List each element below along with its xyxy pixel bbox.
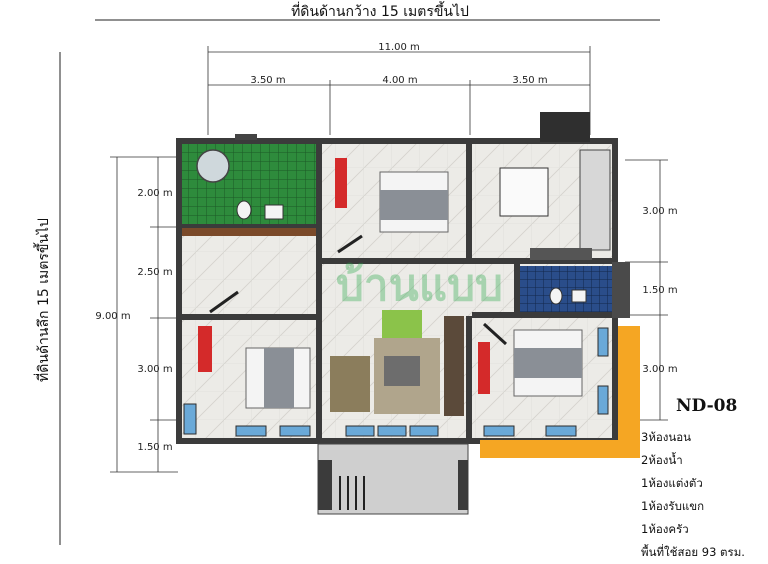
dim-depth-bedroom: 3.00 m <box>137 364 172 375</box>
watermark: บ้านแบบ <box>336 260 503 311</box>
sink-2-icon <box>571 289 587 303</box>
right-dimensions <box>625 159 668 421</box>
bedroom-top-door <box>337 234 363 254</box>
left-dimensions <box>110 156 178 473</box>
front-deck <box>480 440 640 458</box>
living-sofa <box>330 356 370 412</box>
entrance-planter-left <box>318 460 332 510</box>
bed-right-blanket <box>514 348 582 378</box>
model-code: ND-08 <box>676 396 738 416</box>
dim-middle-width: 4.00 m <box>382 75 417 86</box>
toilet-2-icon <box>549 287 563 305</box>
bathroom-2-window <box>612 262 630 318</box>
interior-walls <box>182 144 612 438</box>
fact-bedrooms: 3ห้องนอน <box>641 430 692 444</box>
dim-right-bath: 1.50 m <box>642 285 677 296</box>
room-facts: 3ห้องนอน 2ห้องน้ำ 1ห้องแต่งตัว 1ห้องรับแ… <box>641 426 768 564</box>
tv-cabinet <box>444 316 464 416</box>
chimney <box>540 112 590 142</box>
dining-table <box>499 167 549 217</box>
dim-right-bedroom: 3.00 m <box>642 364 677 375</box>
bed-left-blanket <box>264 348 294 408</box>
dim-depth-dress: 2.50 m <box>137 267 172 278</box>
dim-total-depth: 9.00 m <box>95 311 130 322</box>
top-land-label: ที่ดินด้านกว้าง 15 เมตรขึ้นไป <box>291 1 469 20</box>
fact-kitchen: 1ห้องครัว <box>641 522 689 536</box>
side-land-label: ที่ดินด้านลึก 15 เมตรขึ้นไป <box>33 218 52 382</box>
dim-depth-bath: 2.00 m <box>137 188 172 199</box>
width-dimensions <box>207 46 591 135</box>
dim-right-width: 3.50 m <box>512 75 547 86</box>
fact-dressing: 1ห้องแต่งตัว <box>641 476 703 490</box>
armchair <box>382 310 422 338</box>
dim-depth-terrace: 1.50 m <box>137 442 172 453</box>
bedroom-top-wardrobe <box>335 158 347 208</box>
entrance-planter-right <box>458 460 468 510</box>
toilet-icon <box>236 200 252 220</box>
dressing-door <box>209 290 239 314</box>
sink-icon <box>264 204 284 220</box>
bedroom-left-wardrobe <box>198 326 212 372</box>
bathroom-2 <box>520 266 612 312</box>
front-windows <box>183 327 609 437</box>
dressing-room <box>182 236 316 316</box>
side-deck <box>618 326 640 458</box>
bedroom-right-wardrobe <box>478 342 490 394</box>
dim-right-kitchen: 3.00 m <box>642 206 677 217</box>
entrance-porch <box>317 443 469 515</box>
fact-area: พื้นที่ใช้สอย 93 ตรม. <box>641 545 745 559</box>
entrance-steps <box>339 476 365 510</box>
bedroom-right-door <box>482 322 508 346</box>
coffee-table <box>384 356 420 386</box>
dim-left-width: 3.50 m <box>250 75 285 86</box>
top-window-ac <box>235 134 257 140</box>
kitchen-counter <box>579 149 611 251</box>
fact-living: 1ห้องรับแขก <box>641 499 705 513</box>
kitchen-cabinet <box>530 248 592 260</box>
bed-top-blanket <box>380 190 448 220</box>
shower-icon <box>196 149 230 183</box>
dim-total-width: 11.00 m <box>378 42 420 53</box>
fact-bathrooms: 2ห้องน้ำ <box>641 453 683 467</box>
